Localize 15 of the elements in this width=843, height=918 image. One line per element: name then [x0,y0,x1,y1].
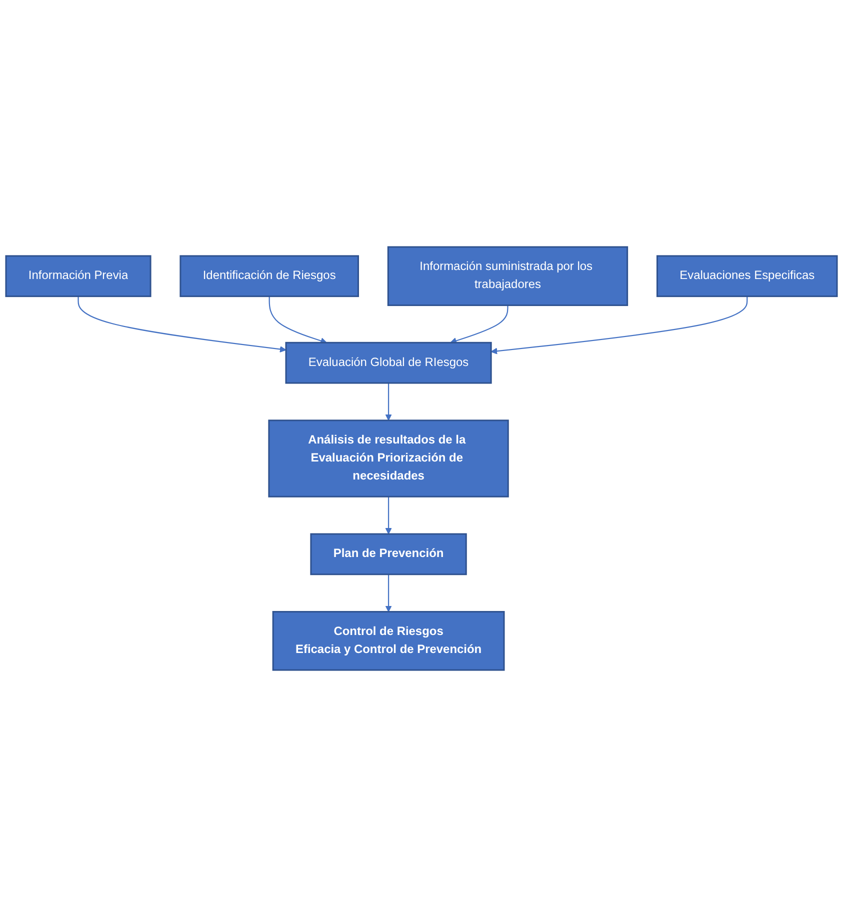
arrow [385,497,392,535]
node-box: Evaluaciones Especificas [656,256,838,298]
arrow [78,296,286,353]
node-box: Plan de Prevención [310,534,467,576]
node-box: Información Previa [5,256,152,298]
node-box: Identificación de Riesgos [180,256,359,298]
arrow [268,296,327,344]
arrow [385,574,392,613]
node-box: Control de Riesgos Eficacia y Control de Prevención [272,611,505,672]
node-box: Evaluación Global de RIesgos [285,342,492,384]
arrow [490,296,748,355]
arrow [450,306,508,344]
node-box: Información suministrada por los trabajadores [387,246,628,307]
arrow [385,384,392,422]
node-box: Análisis de resultados de la Evaluación Priorización de necesidades [268,420,509,498]
